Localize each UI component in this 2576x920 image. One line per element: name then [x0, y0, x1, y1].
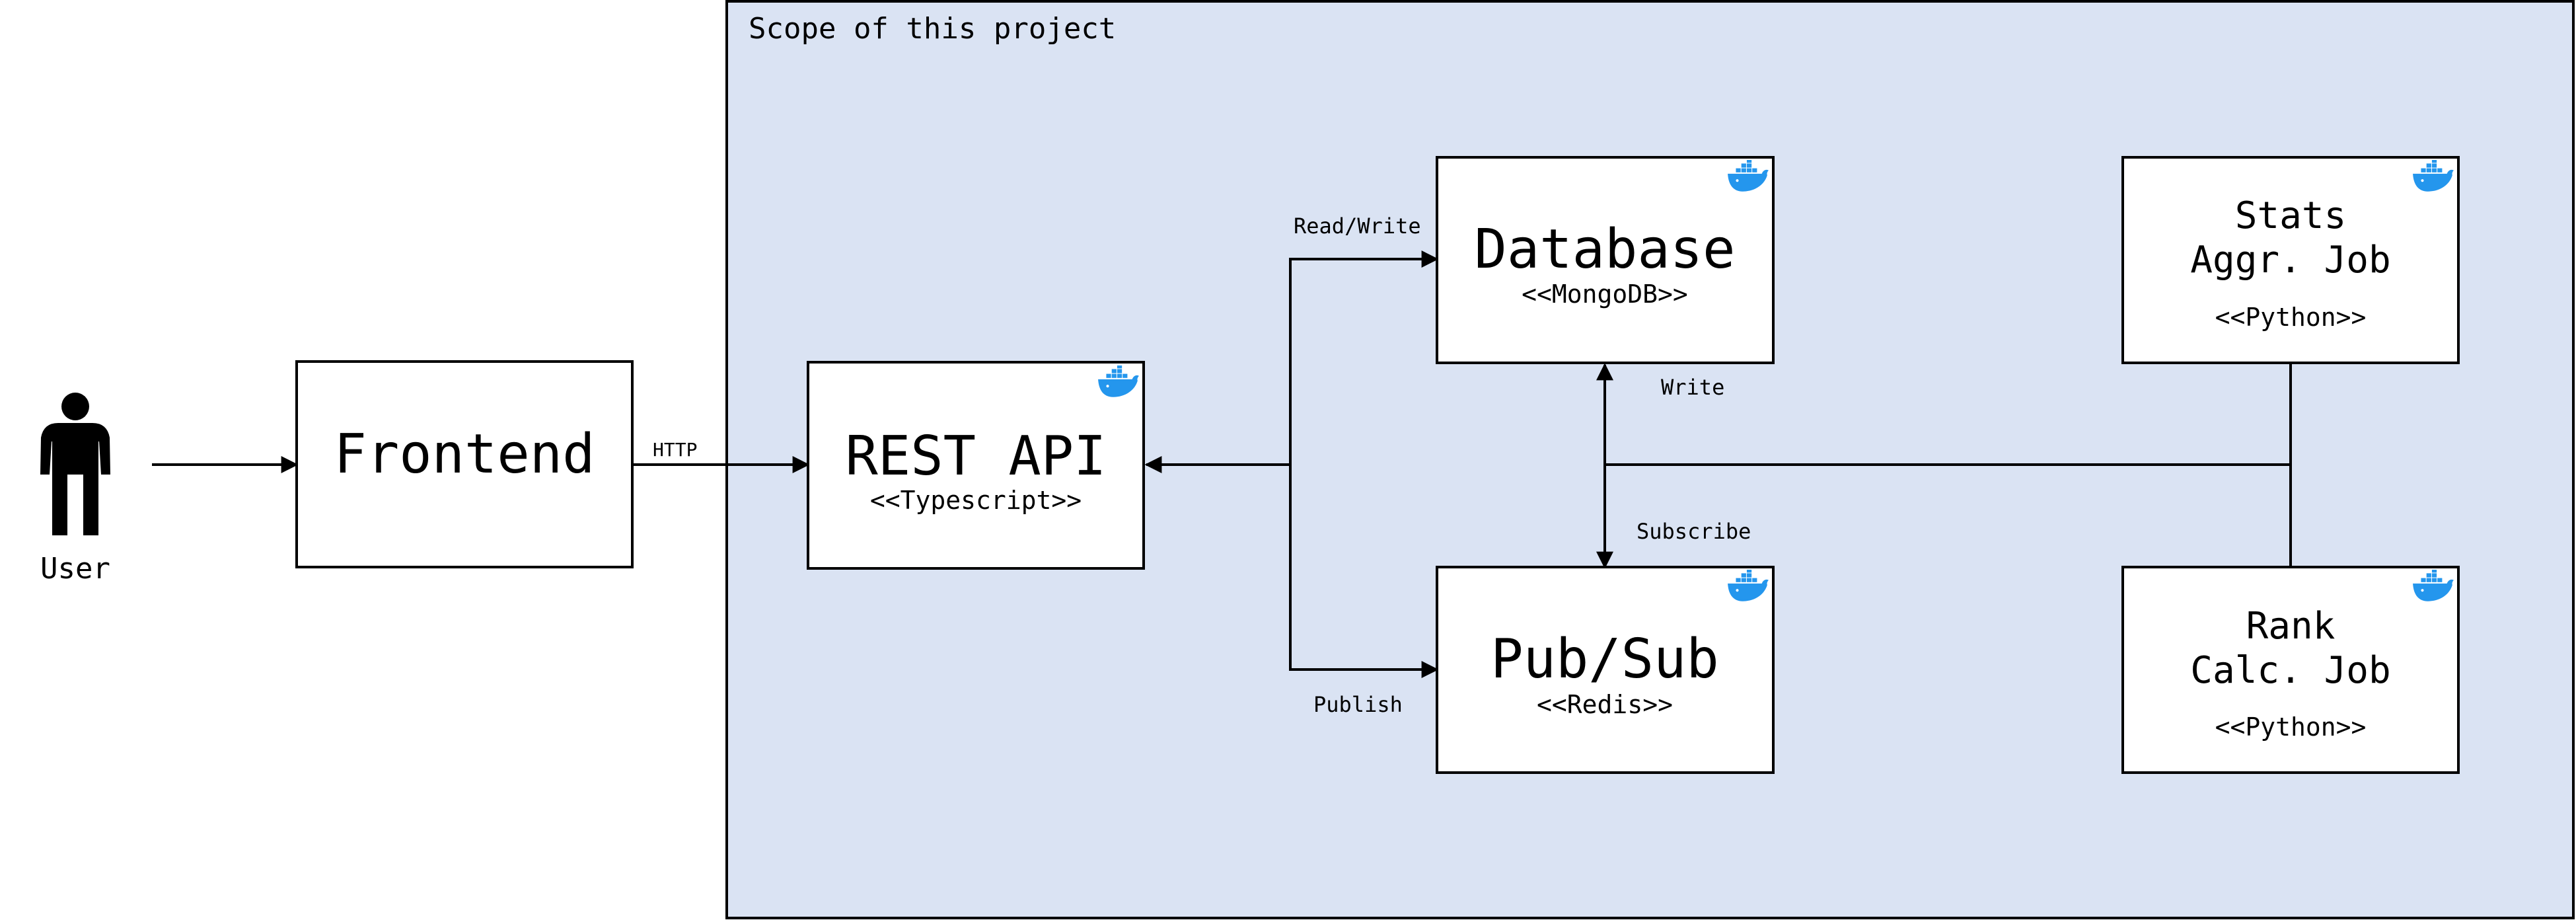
read-write-connector — [1289, 250, 1439, 465]
publish-label: Publish — [1313, 692, 1403, 717]
pubsub-node: Pub/Sub <<Redis>> — [1436, 566, 1775, 774]
frontend-title: Frontend — [334, 423, 595, 486]
subscribe-label: Subscribe — [1637, 519, 1751, 544]
rest-api-node: REST API <<Typescript>> — [807, 361, 1145, 570]
rest-api-title: REST API — [846, 425, 1107, 488]
pubsub-title: Pub/Sub — [1490, 628, 1719, 691]
database-stereotype: <<MongoDB>> — [1522, 280, 1688, 309]
rank-job-title-line1: Rank — [2246, 605, 2336, 648]
user-label: User — [40, 552, 110, 586]
read-write-label: Read/Write — [1294, 213, 1421, 239]
rank-calc-job-node: Rank Calc. Job <<Python>> — [2121, 566, 2460, 774]
edge-labels: HTTP Read/Write Publish Write Subscribe — [653, 213, 1751, 717]
write-label: Write — [1661, 375, 1724, 400]
stats-job-title-line2: Aggr. Job — [2190, 239, 2390, 282]
pubsub-stereotype: <<Redis>> — [1537, 690, 1673, 719]
rest-api-stereotype: <<Typescript>> — [870, 486, 1082, 515]
stats-job-title-line1: Stats — [2235, 194, 2347, 237]
publish-connector — [1289, 465, 1439, 678]
frontend-node: Frontend — [295, 360, 634, 568]
rank-job-stereotype: <<Python>> — [2215, 712, 2367, 742]
rank-job-title-line2: Calc. Job — [2190, 649, 2390, 692]
person-icon — [40, 393, 110, 535]
scope-title: Scope of this project — [749, 12, 1116, 46]
stats-job-stereotype: <<Python>> — [2215, 303, 2367, 332]
stats-aggr-job-node: Stats Aggr. Job <<Python>> — [2121, 156, 2460, 364]
http-label: HTTP — [653, 439, 697, 461]
database-title: Database — [1475, 218, 1736, 281]
edges — [152, 250, 2292, 678]
database-node: Database <<MongoDB>> — [1436, 156, 1775, 364]
user-actor: User — [40, 393, 110, 586]
